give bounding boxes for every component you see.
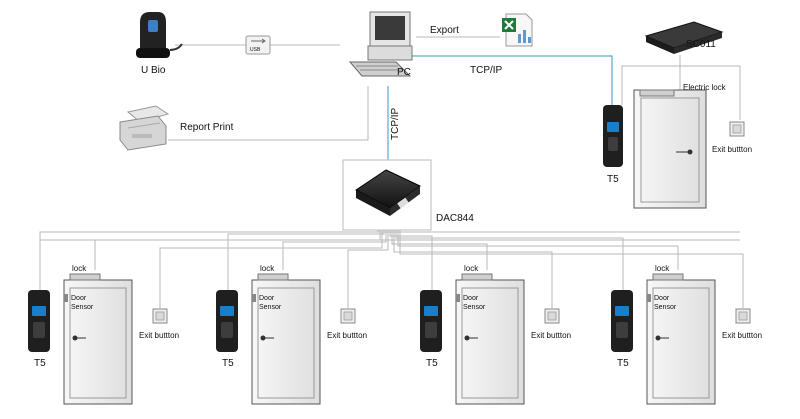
controller-wire xyxy=(389,230,433,290)
door-sensor-mark xyxy=(456,294,460,302)
t5-label: T5 xyxy=(222,358,234,369)
exit-button xyxy=(152,308,168,324)
controller-wire xyxy=(397,230,679,270)
door-handle xyxy=(72,335,78,341)
printer xyxy=(119,105,170,151)
sc011-to-t5-line xyxy=(621,55,681,105)
door-handle xyxy=(464,335,470,341)
lock-bar xyxy=(257,273,289,281)
exit-button xyxy=(544,308,560,324)
controller-wire xyxy=(159,230,383,308)
exit-button-top xyxy=(729,121,745,137)
t5-reader xyxy=(611,290,633,352)
export-label: Export xyxy=(430,25,459,36)
ubio-scanner: U Bio xyxy=(136,12,183,76)
t5-reader xyxy=(216,290,238,352)
usb-label: USB xyxy=(250,47,261,53)
t5-reader-top xyxy=(603,105,623,167)
tcpip-top-label: TCP/IP xyxy=(470,65,503,76)
electric-lock-label: Electric lock xyxy=(683,83,727,92)
door-handle xyxy=(260,335,266,341)
lock-label: lock xyxy=(655,264,670,273)
exit-button-label: Exit buttton xyxy=(531,331,571,340)
pc-to-t5-network xyxy=(405,55,613,108)
lock-label: lock xyxy=(260,264,275,273)
sc011-label: SC011 xyxy=(686,39,716,50)
excel-icon xyxy=(502,13,533,47)
controller-wire xyxy=(395,230,624,290)
sc011-device xyxy=(644,21,724,54)
ubio-label: U Bio xyxy=(141,65,166,76)
door-sensor-mark xyxy=(64,294,68,302)
door-sensor-mark xyxy=(647,294,651,302)
report-print-label: Report Print xyxy=(180,122,234,133)
t5-reader xyxy=(28,290,50,352)
dac844-label: DAC844 xyxy=(436,213,474,224)
exit-button-top-label: Exit buttton xyxy=(712,145,752,154)
t5-top-label: T5 xyxy=(607,174,619,185)
lock-bar xyxy=(69,273,101,281)
door xyxy=(63,273,133,405)
dac844-controller xyxy=(342,159,432,231)
controller-wire xyxy=(393,230,553,308)
door-sensor-mark xyxy=(252,294,256,302)
exit-button xyxy=(340,308,356,324)
door-handle xyxy=(655,335,661,341)
pc-computer: PC xyxy=(348,11,413,78)
door xyxy=(455,273,525,405)
lock-bar xyxy=(652,273,684,281)
lock-label: lock xyxy=(464,264,479,273)
t5-label: T5 xyxy=(34,358,46,369)
door xyxy=(251,273,321,405)
exit-button-label: Exit buttton xyxy=(327,331,367,340)
top-wiring xyxy=(168,36,741,160)
sc011-to-exit-line xyxy=(680,65,741,120)
printer-line xyxy=(168,86,369,141)
controller-wire xyxy=(282,230,387,270)
exit-button xyxy=(735,308,751,324)
usb-icon: USB xyxy=(245,35,271,55)
controller-wire xyxy=(399,230,744,308)
lock-bar xyxy=(461,273,493,281)
tcpip-vertical-label: TCP/IP xyxy=(390,107,401,140)
t5-label: T5 xyxy=(426,358,438,369)
controller-fanout-wiring xyxy=(39,230,744,308)
exit-button-label: Exit buttton xyxy=(139,331,179,340)
controller-wire xyxy=(94,230,381,270)
pc-label: PC xyxy=(397,67,411,78)
t5-reader xyxy=(420,290,442,352)
controller-wire xyxy=(391,230,488,270)
exit-button-label: Exit buttton xyxy=(722,331,762,340)
door xyxy=(646,273,716,405)
top-door xyxy=(633,89,707,209)
lock-label: lock xyxy=(72,264,87,273)
t5-label: T5 xyxy=(617,358,629,369)
